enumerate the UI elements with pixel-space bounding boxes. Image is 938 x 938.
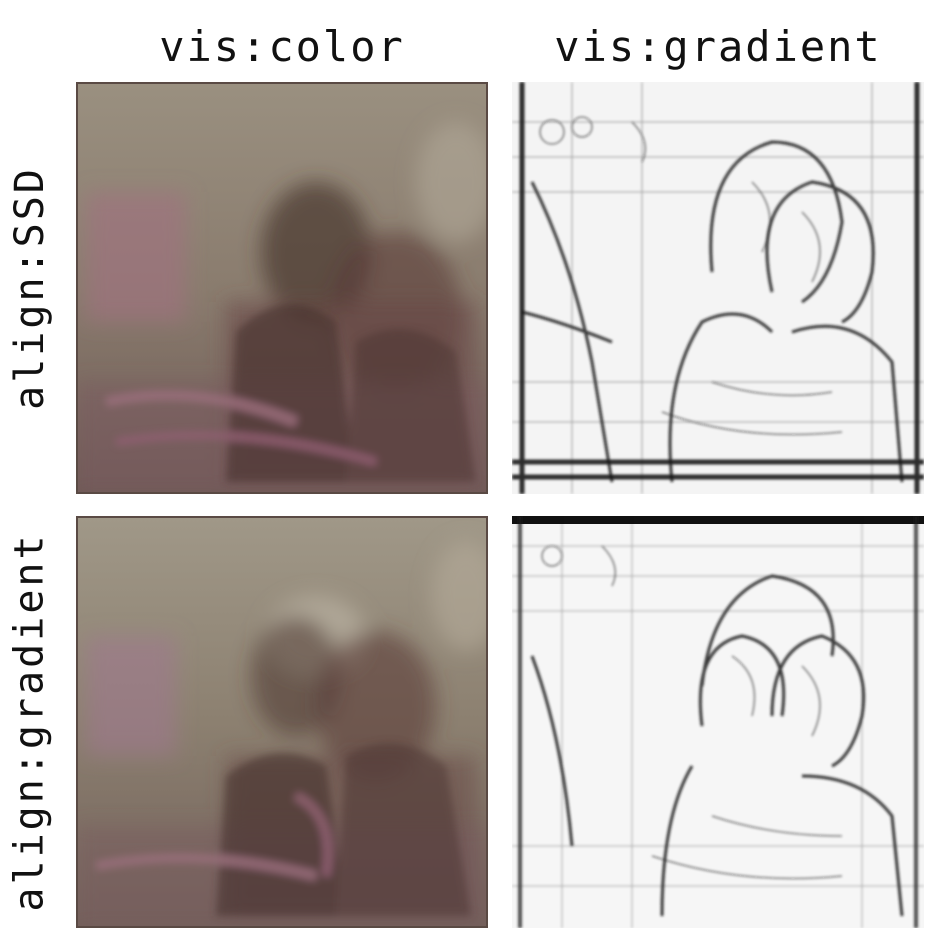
image-align-ssd-vis-color: [76, 82, 488, 494]
row-label-align-ssd-text: align:SSD: [7, 166, 53, 410]
image-align-gradient-vis-gradient: [512, 516, 924, 928]
row-label-align-gradient: align:gradient: [0, 516, 60, 928]
color-average-image: [76, 82, 488, 494]
row-label-align-ssd: align:SSD: [0, 82, 60, 494]
gradient-average-image: [512, 82, 924, 494]
image-align-ssd-vis-gradient: [512, 82, 924, 494]
image-align-gradient-vis-color: [76, 516, 488, 928]
color-average-image: [76, 516, 488, 928]
row-label-align-gradient-text: align:gradient: [7, 532, 53, 912]
gradient-average-image: [512, 516, 924, 928]
column-label-vis-gradient: vis:gradient: [554, 22, 882, 71]
column-label-vis-color: vis:color: [159, 22, 405, 71]
